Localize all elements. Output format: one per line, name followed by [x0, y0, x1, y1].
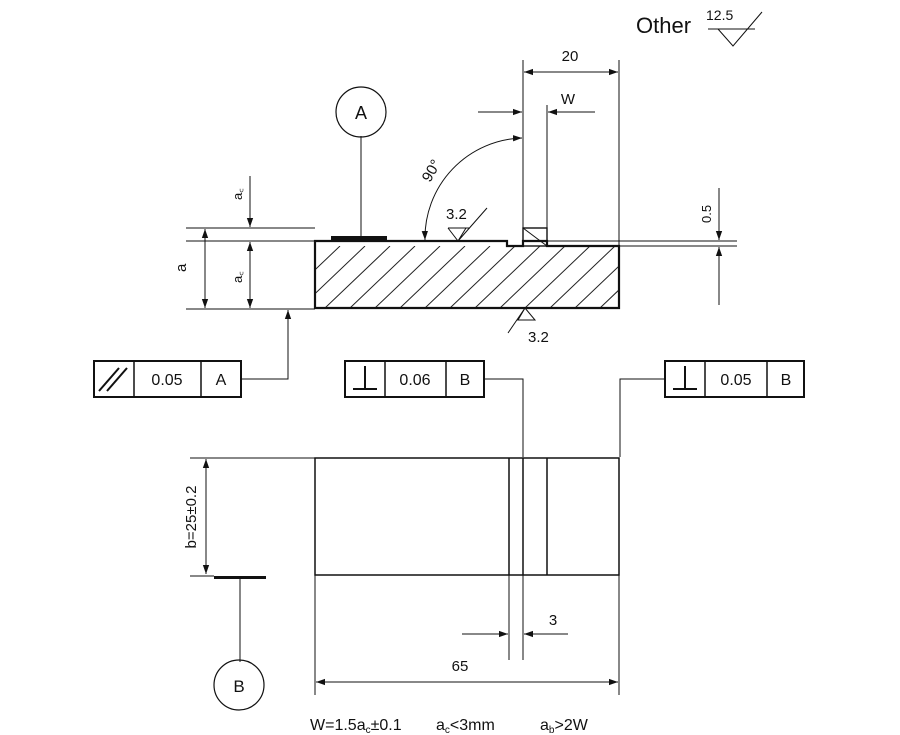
datum-b-plate	[214, 576, 266, 579]
datum-b-circle	[213, 659, 265, 711]
label-ac-upper: a꜀	[230, 188, 245, 200]
tolerance-frame-perpendicularity-1: 0.06 B	[344, 360, 524, 457]
roughness-upper-icon	[447, 207, 488, 242]
dim-slot: 3	[549, 612, 557, 629]
roughness-upper-value: 3.2	[446, 206, 467, 223]
perpendicularity-icon	[673, 366, 697, 390]
datum-b-label: B	[233, 677, 244, 696]
notch-detail-box	[522, 227, 548, 247]
formula-note: W=1.5ac±0.1 ac<3mm ab>2W	[310, 717, 589, 735]
formula-ac: a	[436, 717, 445, 734]
svg-text:ab>2W: ab>2W	[540, 717, 589, 735]
section-hatching	[315, 246, 619, 308]
roughness-value: 12.5	[706, 7, 733, 23]
label-ac-lower: a꜀	[230, 271, 245, 283]
formula-w: W=1.5a	[310, 717, 366, 734]
roughness-check-icon	[708, 11, 763, 47]
datum-a-label: A	[355, 103, 367, 123]
dim-length: 65	[452, 658, 469, 675]
specimen-plan-outline	[314, 457, 620, 576]
plan-view: b=25±0.2 B 3 65	[183, 457, 620, 711]
tolerance-value: 0.05	[151, 372, 182, 389]
label-a: a	[173, 263, 190, 272]
dim-thickness: 0.5	[699, 205, 714, 223]
perpendicularity-icon	[353, 366, 377, 390]
tolerance-frame-perpendicularity-2: 0.05 B	[619, 360, 805, 457]
parallelism-icon	[98, 367, 128, 392]
svg-text:W=1.5ac±0.1: W=1.5ac±0.1	[310, 717, 402, 735]
tolerance-datum: A	[216, 372, 227, 389]
dim-width: b=25±0.2	[183, 486, 200, 549]
svg-text:ac<3mm: ac<3mm	[436, 717, 495, 735]
roughness-symbol: Other 12.5	[636, 7, 763, 47]
dim-notch-offset: 20	[562, 48, 579, 65]
datum-a-circle	[335, 86, 387, 138]
formula-ab: a	[540, 717, 549, 734]
roughness-label: Other	[636, 13, 691, 38]
tolerance-value: 0.05	[720, 372, 751, 389]
tolerance-datum: B	[460, 372, 471, 389]
tolerance-value: 0.06	[399, 372, 430, 389]
section-view: A 90° 20 W 3.2 3.2 a a꜀ a꜀ 0.5	[173, 48, 737, 346]
datum-a-plate	[331, 236, 387, 242]
roughness-lower-icon	[507, 307, 537, 334]
angle-label: 90°	[419, 157, 445, 185]
tolerance-frame-parallelism: 0.05 A	[93, 310, 292, 398]
dim-notch-width: W	[561, 91, 576, 108]
specimen-section-outline	[313, 239, 621, 310]
thin-strip	[547, 240, 737, 247]
roughness-lower-value: 3.2	[528, 329, 549, 346]
tolerance-datum: B	[781, 372, 792, 389]
angle-arc	[421, 135, 523, 241]
